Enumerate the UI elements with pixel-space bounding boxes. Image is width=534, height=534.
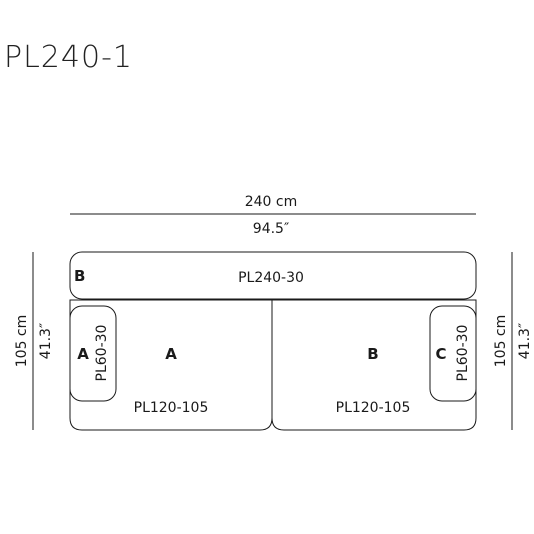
arm-right-tag: C [435, 345, 446, 363]
arm-cushion-right [429, 305, 477, 402]
seat-left-tag: A [165, 345, 177, 363]
depth-cm-label-left: 105 cm [14, 315, 30, 368]
arm-left-code: PL60-30 [94, 325, 110, 382]
seat-module-right [271, 299, 477, 431]
back-tag: B [74, 267, 85, 285]
arm-right-code: PL60-30 [455, 325, 471, 382]
depth-in-label-left: 41.3″ [38, 323, 54, 359]
depth-in-label-right: 41.3″ [517, 323, 533, 359]
arm-left-tag: A [77, 345, 89, 363]
back-cushion-module [69, 251, 477, 300]
arm-cushion-left [69, 305, 117, 402]
seat-right-tag: B [367, 345, 378, 363]
width-cm-label: 240 cm [245, 194, 298, 210]
product-title: PL240-1 [4, 40, 133, 75]
depth-cm-label-right: 105 cm [493, 315, 509, 368]
seat-right-code: PL120-105 [336, 400, 411, 416]
seat-left-code: PL120-105 [134, 400, 209, 416]
width-in-label: 94.5″ [253, 221, 289, 237]
back-code: PL240-30 [238, 270, 304, 286]
